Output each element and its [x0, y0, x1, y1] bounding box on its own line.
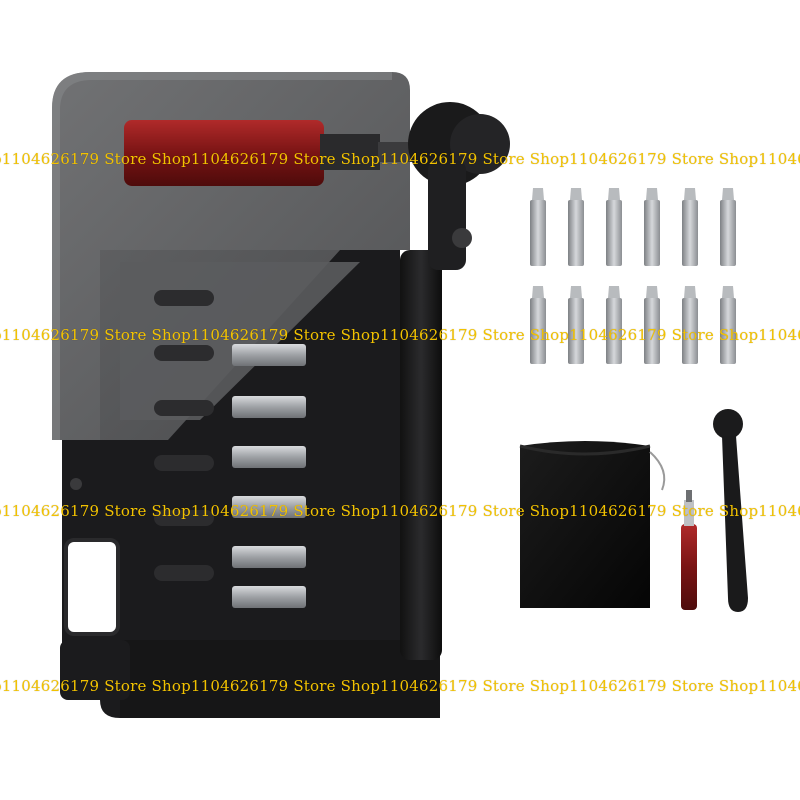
- hanging-slot: [64, 538, 120, 636]
- pin-hole: [70, 478, 82, 490]
- screwdriver-bit: [606, 188, 622, 266]
- loose-bit-grid: [530, 188, 736, 364]
- screwdriver-bit: [682, 188, 698, 266]
- small-ratchet: [713, 409, 748, 612]
- screwdriver-bit: [568, 286, 584, 364]
- screwdriver-bit: [530, 188, 546, 266]
- red-bit-holder: [124, 120, 418, 186]
- stored-bits: [232, 344, 306, 608]
- drawstring: [649, 451, 666, 491]
- bit-slots: [154, 290, 214, 581]
- screwdriver-bit: [644, 286, 660, 364]
- screwdriver-bit: [568, 188, 584, 266]
- screwdriver-bit: [644, 188, 660, 266]
- screwdriver-bit: [682, 286, 698, 364]
- screwdriver-bit: [606, 286, 622, 364]
- tool-case: [52, 72, 510, 718]
- screwdriver-bit: [530, 286, 546, 364]
- ratchet-wrench: [400, 102, 510, 660]
- screwdriver-bit: [720, 188, 736, 266]
- screwdriver-bit: [720, 286, 736, 364]
- red-extension-rod: [681, 490, 697, 610]
- storage-bag: [519, 441, 666, 608]
